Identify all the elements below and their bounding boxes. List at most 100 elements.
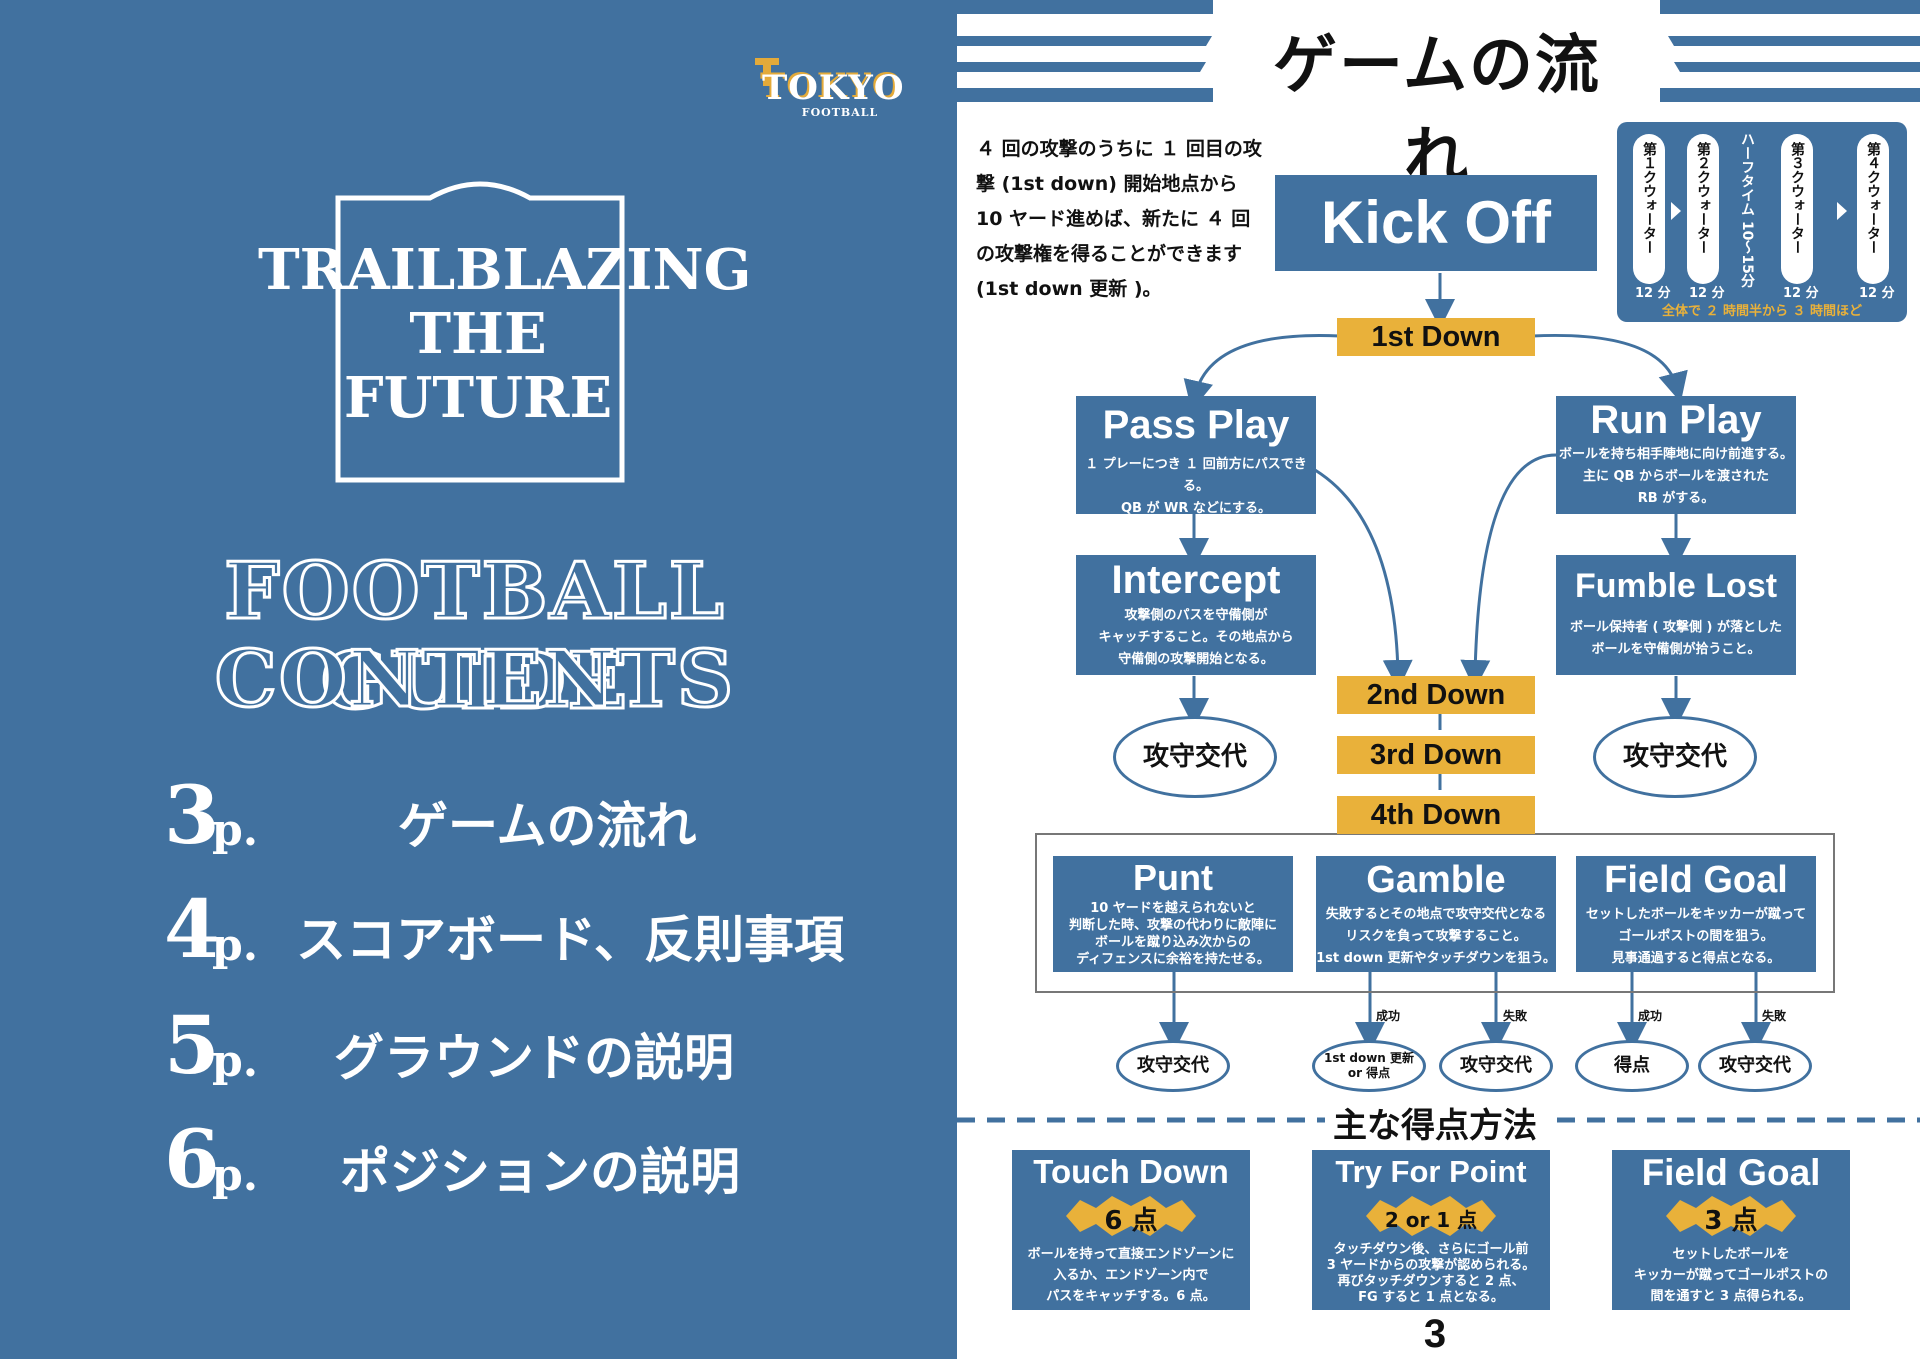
points-text: 3 点 xyxy=(1704,1206,1758,1236)
toc-page-suffix: p. xyxy=(212,805,259,856)
toc-title[interactable]: グラウンドの説明 xyxy=(334,1029,734,1087)
scoring-desc: パスをキャッチする。6 点。 xyxy=(1046,1289,1216,1304)
scoring-desc: 入るか、エンドゾーン内で xyxy=(1053,1268,1209,1283)
scoring-desc: セットしたボールを xyxy=(1672,1247,1790,1262)
toc-page-suffix: p. xyxy=(212,1150,259,1201)
chevron-right-icon xyxy=(1671,202,1681,220)
fumble-title: Fumble Lost xyxy=(1574,567,1778,605)
scoring-desc: 再びタッチダウンすると 2 点、 xyxy=(1337,1274,1525,1289)
scoring-desc: 3 ヤードからの攻撃が認められる。 xyxy=(1326,1258,1536,1273)
quarters-panel: 第１クウォーター 第２クウォーター ハーフタイム 10〜15分 第３クウォーター… xyxy=(1617,122,1907,322)
gamble-title: Gamble xyxy=(1366,859,1506,901)
quarter-pill: 第４クウォーター xyxy=(1857,134,1889,284)
halftime: ハーフタイム 10〜15分 xyxy=(1737,132,1777,292)
pass-play-desc: QB が WR などにする。 xyxy=(1120,501,1272,516)
intercept-title: Intercept xyxy=(1111,558,1281,602)
scoring-desc: ボールを持って直接エンドゾーンに xyxy=(1027,1247,1235,1262)
field-goal-title: Field Goal xyxy=(1604,859,1788,901)
change-oval: 攻守交代 xyxy=(1439,1040,1553,1092)
oval-text: 1st down 更新 xyxy=(1323,1051,1415,1065)
gamble-desc: リスクを負って攻撃すること。 xyxy=(1345,929,1527,944)
intercept-box: Intercept 攻撃側のパスを守備側が キャッチすること。その地点から 守備… xyxy=(1076,555,1316,675)
toc-page-suffix: p. xyxy=(212,1036,259,1087)
field-goal-desc: セットしたボールをキッカーが蹴って xyxy=(1585,907,1807,922)
quarters-total: 全体で ２ 時間半から ３ 時間ほど xyxy=(1661,304,1863,319)
header-stripes xyxy=(957,0,1920,102)
tagline-frame-icon xyxy=(335,181,625,483)
quarter-label: 第４クウォーター xyxy=(1865,142,1881,254)
guide-title-line-2: CONTENTS xyxy=(213,633,736,726)
scoring-section-title: 主な得点方法 xyxy=(1325,1098,1545,1147)
toc-page-number: 4 xyxy=(164,882,220,976)
quarter-pill: 第２クウォーター xyxy=(1687,134,1719,284)
quarter-time: 12 分 xyxy=(1783,286,1819,301)
down-2nd: 2nd Down xyxy=(1337,676,1535,714)
scoring-card-title: Field Goal xyxy=(1641,1152,1821,1193)
run-play-box: Run Play ボールを持ち相手陣地に向け前進する。 主に QB からボールを… xyxy=(1556,396,1796,514)
field-goal-desc: ゴールポストの間を狙う。 xyxy=(1618,929,1774,944)
points-badge: 2 or 1 点 xyxy=(1366,1194,1496,1238)
fail-label: 失敗 xyxy=(1762,1009,1787,1023)
down-1st: 1st Down xyxy=(1337,318,1535,356)
run-play-desc: RB がする。 xyxy=(1637,491,1715,506)
star-burst-icon xyxy=(1366,1196,1496,1236)
fumble-desc: ボールを守備側が拾うこと。 xyxy=(1591,642,1761,657)
change-oval: 攻守交代 xyxy=(1698,1040,1812,1092)
scoring-card: Try For Point 2 or 1 点 タッチダウン後、さらにゴール前 3… xyxy=(1312,1150,1550,1310)
punt-desc: ボールを蹴り込み次からの xyxy=(1094,935,1251,950)
run-play-desc: ボールを持ち相手陣地に向け前進する。 xyxy=(1558,447,1793,462)
scoring-desc: 間を通すと 3 点得られる。 xyxy=(1650,1289,1812,1304)
star-burst-icon xyxy=(1066,1196,1196,1236)
page-number: 3 xyxy=(1423,1312,1447,1356)
fumble-box: Fumble Lost ボール保持者 ( 攻撃側 ) が落とした ボールを守備側… xyxy=(1556,555,1796,675)
quarter-label: 第３クウォーター xyxy=(1789,142,1805,254)
fumble-desc: ボール保持者 ( 攻撃側 ) が落とした xyxy=(1570,620,1782,635)
scoring-desc: タッチダウン後、さらにゴール前 xyxy=(1333,1242,1529,1257)
kickoff-box: Kick Off xyxy=(1275,175,1597,271)
page-title: ゲームの流れ xyxy=(1272,29,1602,195)
intercept-desc: 攻撃側のパスを守備側が xyxy=(1124,608,1268,623)
quarter-time: 12 分 xyxy=(1859,286,1895,301)
pass-play-desc: １ プレーにつき １ 回前方にパスできる。 xyxy=(1085,457,1307,494)
run-play-title: Run Play xyxy=(1590,398,1762,442)
toc-page-number: 6 xyxy=(164,1112,220,1206)
quarter-pill: 第１クウォーター xyxy=(1633,134,1665,284)
toc-title[interactable]: ゲームの流れ xyxy=(398,797,697,855)
toc-title[interactable]: スコアボード、反則事項 xyxy=(296,911,844,969)
field-goal-box: Field Goal セットしたボールをキッカーが蹴って ゴールポストの間を狙う… xyxy=(1576,856,1816,972)
guide-title-line-1: FOOTBALL GUIDE xyxy=(223,545,726,728)
scoring-desc: キッカーが蹴ってゴールポストの xyxy=(1633,1268,1829,1283)
quarter-label: 第２クウォーター xyxy=(1695,142,1711,254)
firstdown-or-score-oval: 1st down 更新 or 得点 xyxy=(1312,1040,1426,1092)
pass-play-title: Pass Play xyxy=(1102,403,1290,447)
intercept-desc: キャッチすること。その地点から xyxy=(1098,630,1294,645)
scoring-card-title: Touch Down xyxy=(1033,1153,1229,1190)
quarter-time: 12 分 xyxy=(1689,286,1725,301)
punt-desc: 10 ヤードを越えられないと xyxy=(1090,901,1256,916)
score-oval: 得点 xyxy=(1575,1040,1689,1092)
toc-title[interactable]: ポジションの説明 xyxy=(340,1143,740,1201)
points-text: 2 or 1 点 xyxy=(1384,1208,1478,1232)
punt-box: Punt 10 ヤードを越えられないと 判断した時、攻撃の代わりに敵陣に ボール… xyxy=(1053,856,1293,972)
star-burst-icon xyxy=(1666,1196,1796,1236)
tagline-line-1: TRAILBLAZING xyxy=(258,237,752,303)
success-label: 成功 xyxy=(1638,1009,1663,1023)
gamble-desc: 1st down 更新やタッチダウンを狙う。 xyxy=(1316,951,1556,966)
punt-desc: 判断した時、攻撃の代わりに敵陣に xyxy=(1068,918,1277,933)
tagline-line-3: FUTURE xyxy=(343,365,613,431)
toc-page-suffix: p. xyxy=(212,920,259,971)
left-page: TOKYO FOOTBALL TRAILBLAZING THE FUTURE F… xyxy=(0,0,957,1359)
quarter-time: 12 分 xyxy=(1635,286,1671,301)
scoring-card: Touch Down 6 点 ボールを持って直接エンドゾーンに 入るか、エンドゾ… xyxy=(1012,1150,1250,1310)
points-badge: 3 点 xyxy=(1666,1194,1796,1238)
toc-page-number: 3 xyxy=(164,768,220,862)
pass-play-box: Pass Play １ プレーにつき １ 回前方にパスできる。 QB が WR … xyxy=(1076,396,1316,516)
toc-page-number: 5 xyxy=(164,998,220,1092)
change-oval: 攻守交代 xyxy=(1593,716,1757,798)
chevron-right-icon xyxy=(1837,202,1847,220)
change-oval: 攻守交代 xyxy=(1113,716,1277,798)
quarter-label: 第１クウォーター xyxy=(1641,142,1657,254)
oval-text: or 得点 xyxy=(1347,1066,1391,1080)
scoring-card: Field Goal 3 点 セットしたボールを キッカーが蹴ってゴールポストの… xyxy=(1612,1150,1850,1310)
run-play-desc: 主に QB からボールを渡された xyxy=(1582,469,1769,484)
